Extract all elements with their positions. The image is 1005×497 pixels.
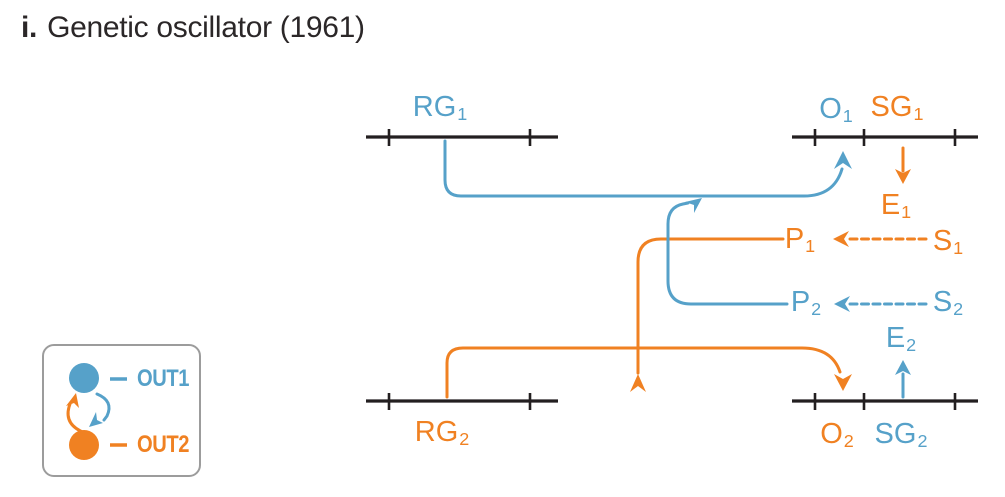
arrow-s1-to-p1-dashed xyxy=(833,231,928,247)
legend-label-out2: OUT2 xyxy=(137,431,190,458)
arrow-rg2-to-o2 xyxy=(445,346,852,399)
legend-cycle-arrow-orange xyxy=(66,393,87,435)
label-e2: E2 xyxy=(885,322,917,355)
label-s1: S1 xyxy=(932,225,964,258)
label-p2: P2 xyxy=(790,286,822,319)
legend-label-out1: OUT1 xyxy=(137,365,190,392)
label-e1: E1 xyxy=(880,189,912,222)
arrow-p2-to-rg1-line xyxy=(666,198,789,306)
arrow-p1-to-rg2-line xyxy=(630,237,785,392)
label-s2: S2 xyxy=(932,286,964,319)
label-rg1: RG1 xyxy=(412,91,468,124)
label-rg2: RG2 xyxy=(414,416,470,449)
arrow-sg1-to-e1 xyxy=(895,146,911,184)
label-o1: O1 xyxy=(819,93,853,126)
gene-line-o2-sg2 xyxy=(792,393,978,410)
label-sg2: SG2 xyxy=(874,418,928,451)
arrow-sg2-to-e2 xyxy=(895,360,911,399)
arrow-s2-to-p2-dashed xyxy=(834,296,928,312)
label-sg1: SG1 xyxy=(870,91,924,124)
arrow-rg1-to-o1 xyxy=(443,139,852,198)
figure-title-text: Genetic oscillator (1961) xyxy=(47,11,365,44)
label-o2: O2 xyxy=(820,418,854,451)
figure-index: i. xyxy=(21,11,38,44)
gene-line-rg1 xyxy=(366,129,558,146)
legend-box xyxy=(42,344,201,477)
figure-title: i. Genetic oscillator (1961) xyxy=(21,10,365,46)
legend-out2-node xyxy=(69,430,127,460)
legend-cycle-arrow-blue xyxy=(89,392,111,427)
legend-out1-node xyxy=(69,363,127,393)
label-p1: P1 xyxy=(784,223,816,256)
gene-line-o1-sg1 xyxy=(792,129,978,146)
gene-line-rg2 xyxy=(366,393,558,410)
